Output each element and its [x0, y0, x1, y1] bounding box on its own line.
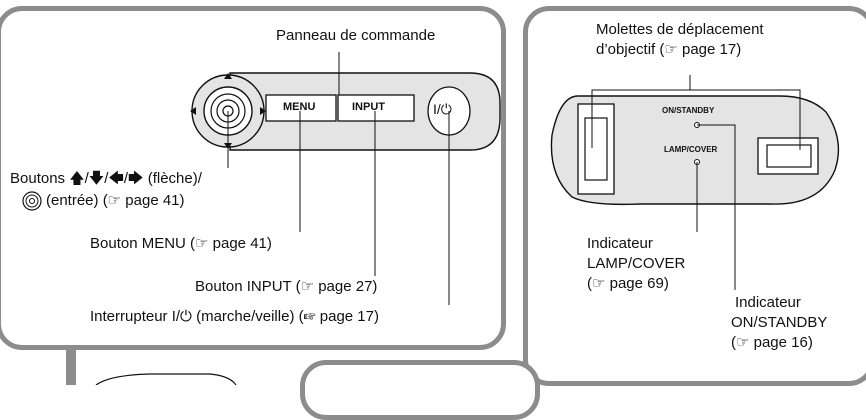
menu-button[interactable] — [265, 94, 337, 122]
input-button[interactable] — [337, 94, 415, 122]
arrow-right-icon[interactable] — [260, 107, 266, 115]
device-edge-outline — [95, 373, 237, 385]
panel-connector — [66, 349, 76, 385]
control-panel-frame — [0, 6, 506, 350]
enter-button-label: (entrée) (☞ page 41) — [46, 192, 185, 209]
indicator-device-body — [550, 95, 840, 206]
diagram-graphics — [22, 52, 840, 385]
on-standby-print: ON/STANDBY — [662, 106, 715, 115]
arrow-left-icon[interactable] — [190, 107, 196, 115]
lamp-cover-print: LAMP/COVER — [664, 145, 718, 154]
menu-button-text: MENU — [283, 101, 316, 113]
on-standby-label-line3: (☞ page 16) — [731, 334, 813, 351]
menu-button-label: Bouton MENU (☞ page 41) — [90, 235, 272, 252]
leader-on-standby — [697, 124, 736, 290]
on-standby-label-line2: ON/STANDBY — [731, 314, 828, 331]
on-standby-label-line1: Indicateur — [735, 294, 801, 311]
power-button-text: I/⏻ — [433, 101, 452, 117]
power-switch-label: Interrupteur I/⏻ (marche/veille) (☞ page… — [90, 308, 379, 325]
lens-wheels-bracket — [591, 89, 801, 150]
arrow-up-icon[interactable] — [224, 73, 232, 79]
lens-wheel-left-inner — [584, 117, 608, 181]
control-panel-label: Panneau de commande — [276, 27, 436, 44]
lamp-cover-label-line2: LAMP/COVER — [587, 255, 686, 272]
lens-wheels-label-line1: Molettes de déplacement — [596, 21, 764, 38]
lens-wheel-right-inner — [766, 144, 812, 168]
enter-icon-center — [29, 198, 35, 204]
arrow-buttons-label: Boutons 🡅/🡇/🡄/🡆 (flèche)/ — [10, 170, 202, 187]
input-button-label: Bouton INPUT (☞ page 27) — [195, 278, 378, 295]
lens-wheels-label-line2: d’objectif (☞ page 17) — [596, 41, 742, 58]
lamp-cover-label-line3: (☞ page 69) — [587, 275, 669, 292]
input-button-text: INPUT — [352, 101, 385, 113]
lamp-cover-label-line1: Indicateur — [587, 235, 653, 252]
